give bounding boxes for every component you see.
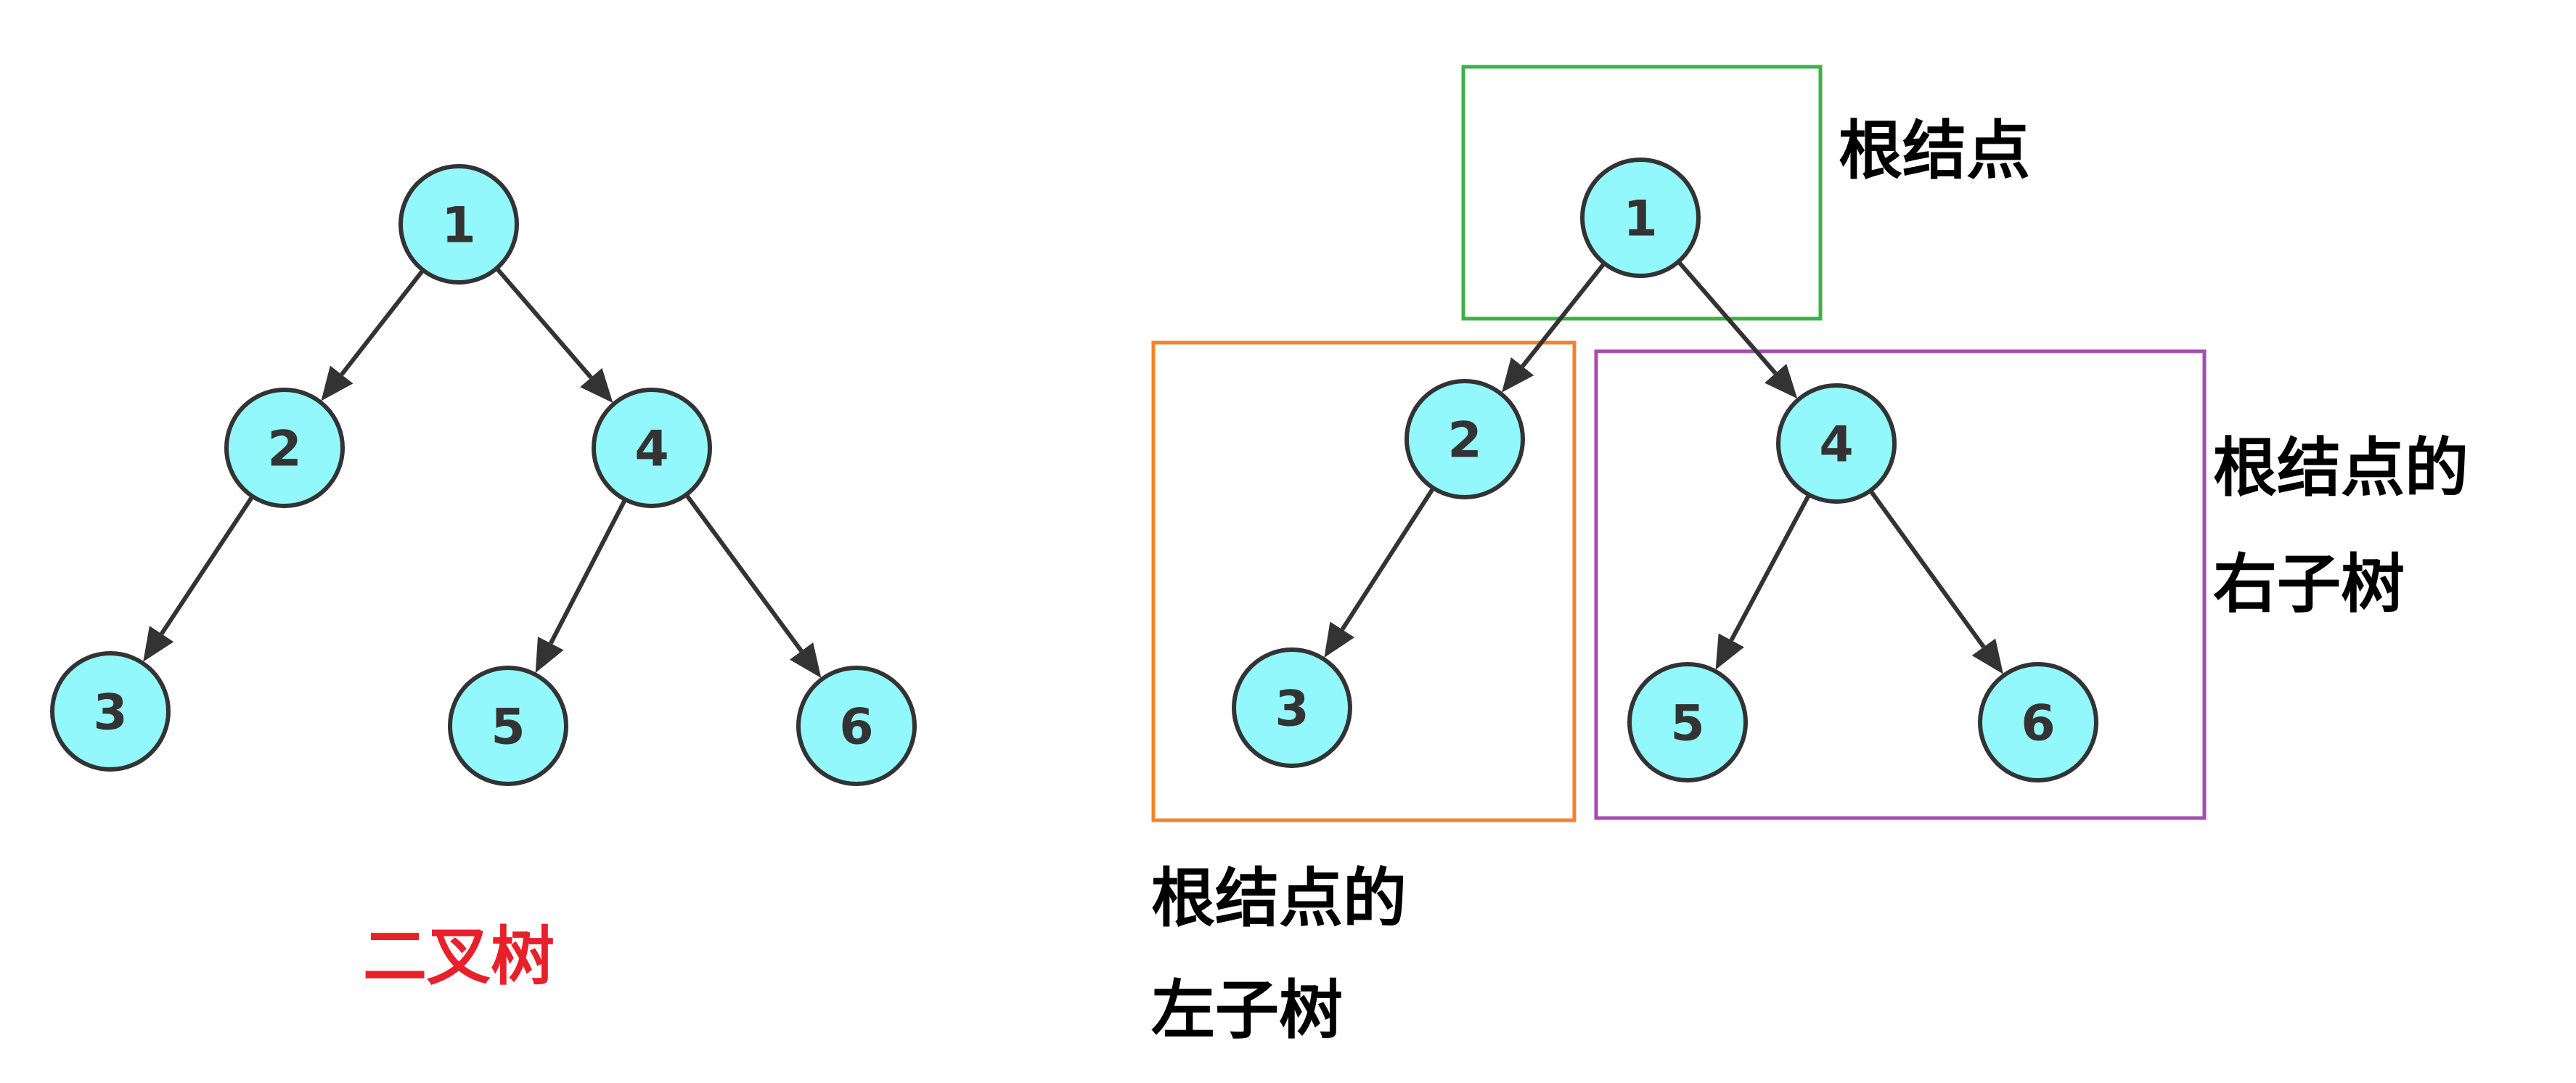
right-node-label-2: 2 <box>1447 412 1481 470</box>
left-tree-node-6: 6 <box>796 666 917 786</box>
left-subtree-label-line1: 根结点的 <box>1151 861 1407 936</box>
left-tree-node-5: 5 <box>448 666 568 786</box>
left-node-label-1: 1 <box>441 197 475 255</box>
right-tree-node-3: 3 <box>1232 647 1352 768</box>
left-arrowhead-1-4 <box>580 368 613 403</box>
left-tree-node-4: 4 <box>592 388 712 508</box>
right-arrowhead-1-2 <box>1501 357 1534 393</box>
left-node-circle-4 <box>592 388 712 508</box>
right-subtree-frame <box>1594 349 2207 820</box>
left-node-label-2: 2 <box>267 421 301 478</box>
root-node-label: 根结点 <box>1839 113 2030 188</box>
left-arrowhead-2-3 <box>143 626 174 662</box>
right-node-label-4: 4 <box>1819 417 1853 474</box>
right-node-circle-4 <box>1776 383 1897 504</box>
right-node-circle-6 <box>1978 662 2098 782</box>
right-tree-node-4: 4 <box>1776 383 1897 504</box>
left-tree-node-1: 1 <box>398 164 519 285</box>
right-arrowhead-1-4 <box>1764 364 1798 399</box>
right-subtree-label-line1: 根结点的 <box>2213 430 2469 505</box>
left-node-label-6: 6 <box>839 699 873 756</box>
left-node-circle-2 <box>224 388 345 508</box>
right-node-circle-5 <box>1627 662 1748 782</box>
right-node-circle-2 <box>1404 379 1525 499</box>
left-node-circle-5 <box>448 666 568 786</box>
left-node-circle-1 <box>398 164 519 285</box>
right-tree-node-2: 2 <box>1404 379 1525 499</box>
right-node-label-6: 6 <box>2021 695 2055 753</box>
left-tree-node-2: 2 <box>224 388 345 508</box>
root-frame <box>1461 65 1823 321</box>
left-edge-4-5 <box>549 498 627 645</box>
right-node-circle-1 <box>1580 158 1701 278</box>
left-edge-1-4 <box>495 266 593 380</box>
right-edge-1-2 <box>1521 261 1606 368</box>
right-tree-nodes: 1 2 4 3 5 6 <box>1232 158 2098 782</box>
right-tree-node-5: 5 <box>1627 662 1748 782</box>
left-edge-2-3 <box>160 495 255 635</box>
left-arrowhead-4-6 <box>790 642 822 678</box>
left-tree-node-3: 3 <box>50 651 171 772</box>
right-tree-edges <box>1324 260 2003 674</box>
right-node-circle-3 <box>1232 647 1352 768</box>
right-tree-node-1: 1 <box>1580 158 1701 278</box>
right-arrowhead-4-6 <box>1971 638 2003 674</box>
left-node-label-5: 5 <box>491 699 525 756</box>
left-tree-edges <box>143 266 822 678</box>
right-subtree-label-line2: 右子树 <box>2213 547 2405 621</box>
left-arrowhead-1-2 <box>321 365 353 401</box>
right-edge-4-6 <box>1868 489 1986 649</box>
right-node-label-3: 3 <box>1275 681 1309 738</box>
left-node-label-3: 3 <box>93 684 127 742</box>
right-edge-2-3 <box>1340 486 1436 631</box>
left-tree-nodes: 1 2 4 3 5 6 <box>50 164 917 786</box>
binary-tree-caption: 二叉树 <box>363 919 555 994</box>
left-node-circle-3 <box>50 651 171 772</box>
left-node-circle-6 <box>796 666 917 786</box>
right-tree-node-6: 6 <box>1978 662 2098 782</box>
left-node-label-4: 4 <box>634 421 668 478</box>
left-subtree-label-line2: 左子树 <box>1151 973 1343 1047</box>
left-edge-4-6 <box>684 493 804 653</box>
right-arrowhead-2-3 <box>1324 621 1355 658</box>
right-arrowhead-4-5 <box>1715 633 1744 670</box>
right-node-label-1: 1 <box>1623 191 1657 248</box>
right-edge-1-4 <box>1677 260 1778 375</box>
left-edge-1-2 <box>340 269 425 376</box>
left-subtree-frame <box>1151 340 1577 822</box>
right-node-label-5: 5 <box>1670 695 1704 753</box>
right-edge-4-5 <box>1729 494 1811 642</box>
left-arrowhead-4-5 <box>535 637 564 674</box>
